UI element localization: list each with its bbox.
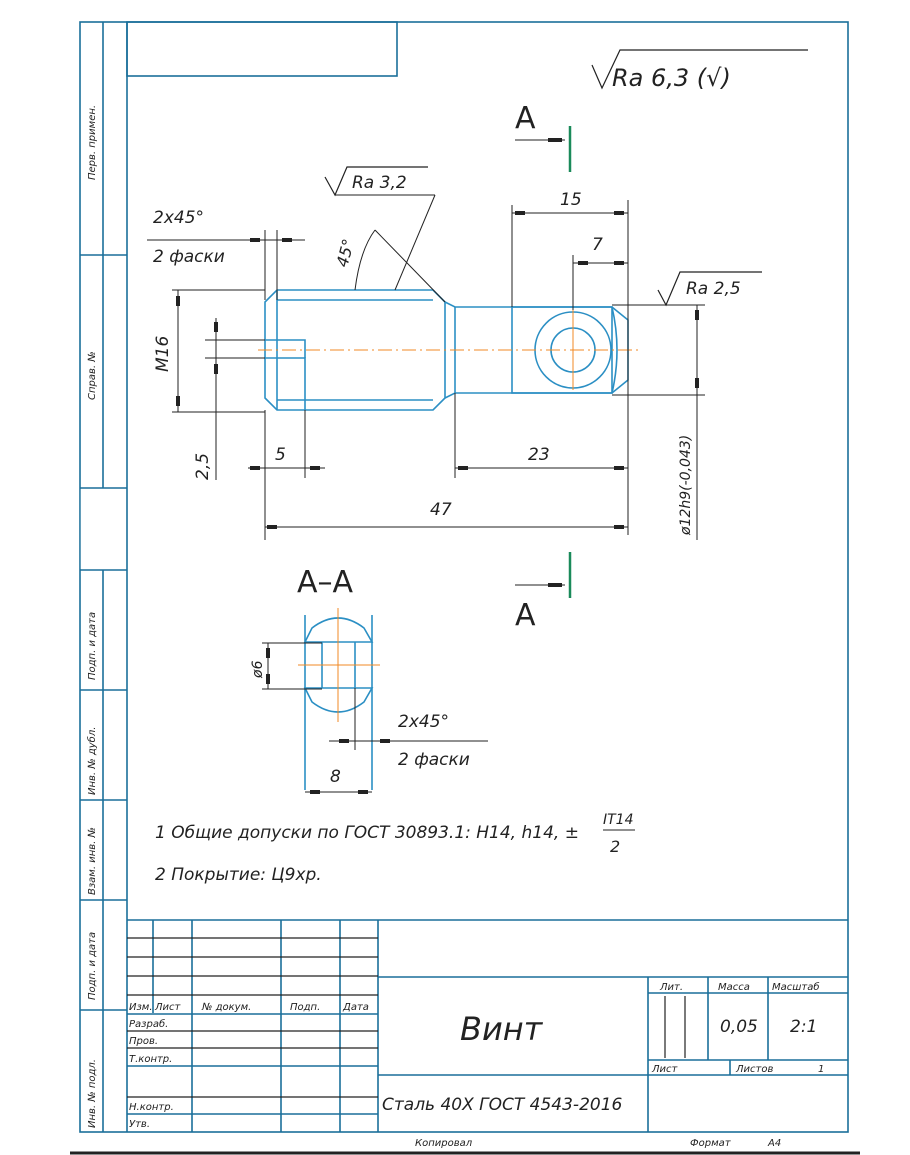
side-strip-labels: Перв. примен. Справ. № Подп. и дата Инв.… xyxy=(86,105,98,1128)
section-marker-bottom: A xyxy=(515,552,572,633)
roughness-thread: Ra 3,2 xyxy=(352,173,407,193)
top-left-box xyxy=(126,21,398,77)
fraction-num: IT14 xyxy=(603,812,634,828)
slot-dim: 2,5 xyxy=(193,453,213,480)
hdr-doc: № докум. xyxy=(201,1002,251,1013)
title-block: Изм. Лист № докум. Подп. Дата Разраб. Пр… xyxy=(127,919,848,1149)
side-label: Справ. № xyxy=(87,351,98,400)
hdr-izm: Изм. xyxy=(129,1002,153,1013)
side-label: Подп. и дата xyxy=(87,932,98,1000)
section-chamfer-note: 2 фаски xyxy=(398,750,470,770)
scale-label: Масштаб xyxy=(772,981,820,993)
sheets-label: Листов xyxy=(735,1064,773,1075)
shaft-dia-dim: ø12h9(-0,043) xyxy=(678,435,694,536)
part-name: Винт xyxy=(460,1010,544,1048)
role-tech-control: Т.контр. xyxy=(129,1054,172,1065)
chamfer-note: 2 фаски xyxy=(153,247,225,267)
general-roughness: Ra 6,3 (√) xyxy=(591,49,808,92)
hdr-list: Лист xyxy=(154,1002,182,1013)
total-length-dim: 47 xyxy=(430,500,452,520)
fraction-den: 2 xyxy=(610,837,620,856)
hole-pos-dim: 7 xyxy=(592,235,603,255)
lit-label: Лит. xyxy=(659,982,683,993)
hole-dia-dim: ø6 xyxy=(250,660,266,679)
mass-label: Масса xyxy=(718,982,750,993)
shaft-length-dim: 23 xyxy=(528,445,550,465)
role-approved: Утв. xyxy=(129,1119,150,1130)
section-a-a: A–A ø6 2x45° 2 фаски 8 xyxy=(250,565,488,794)
main-dimensions: 2x45° 2 фаски 45° Ra 3,2 M16 2,5 5 23 47 xyxy=(147,166,762,540)
roughness-general-text: Ra 6,3 (√) xyxy=(612,64,731,92)
format-value: A4 xyxy=(767,1138,781,1149)
side-label: Перв. примен. xyxy=(87,105,98,180)
side-label: Подп. и дата xyxy=(87,612,98,680)
scale-value: 2:1 xyxy=(790,1017,817,1037)
side-label: Инв. № подл. xyxy=(87,1059,98,1128)
material: Сталь 40Х ГОСТ 4543-2016 xyxy=(382,1095,623,1115)
sheet-border xyxy=(79,21,849,1133)
section-width-dim: 8 xyxy=(330,767,341,787)
hdr-sign: Подп. xyxy=(290,1002,320,1013)
mass-value: 0,05 xyxy=(720,1017,758,1037)
note-1: 1 Общие допуски по ГОСТ 30893.1: H14, h1… xyxy=(155,823,579,843)
marker-letter: A xyxy=(515,101,536,136)
marker-letter: A xyxy=(515,598,536,633)
section-title: A–A xyxy=(297,565,354,600)
roughness-shaft: Ra 2,5 xyxy=(686,279,741,299)
role-checker: Пров. xyxy=(129,1036,158,1047)
technical-notes: 1 Общие допуски по ГОСТ 30893.1: H14, h1… xyxy=(155,812,635,885)
copied-label: Копировал xyxy=(415,1138,473,1149)
format-label: Формат xyxy=(690,1138,732,1149)
section-chamfer-dim: 2x45° xyxy=(398,712,449,732)
flat-length-dim: 15 xyxy=(560,190,582,210)
section-marker-top: A xyxy=(515,101,572,172)
chamfer-dim: 2x45° xyxy=(153,208,204,228)
side-label: Инв. № дубл. xyxy=(86,727,98,795)
thread-dim: M16 xyxy=(153,336,173,372)
slot-depth-dim: 5 xyxy=(275,445,286,465)
sheet-label: Лист xyxy=(651,1064,679,1075)
note-2: 2 Покрытие: Ц9хр. xyxy=(155,865,322,885)
role-norm-control: Н.контр. xyxy=(129,1102,174,1113)
sheets-count: 1 xyxy=(818,1064,824,1075)
hdr-date: Дата xyxy=(342,1002,369,1013)
side-label: Взам. инв. № xyxy=(87,827,98,895)
role-developer: Разраб. xyxy=(129,1018,168,1030)
